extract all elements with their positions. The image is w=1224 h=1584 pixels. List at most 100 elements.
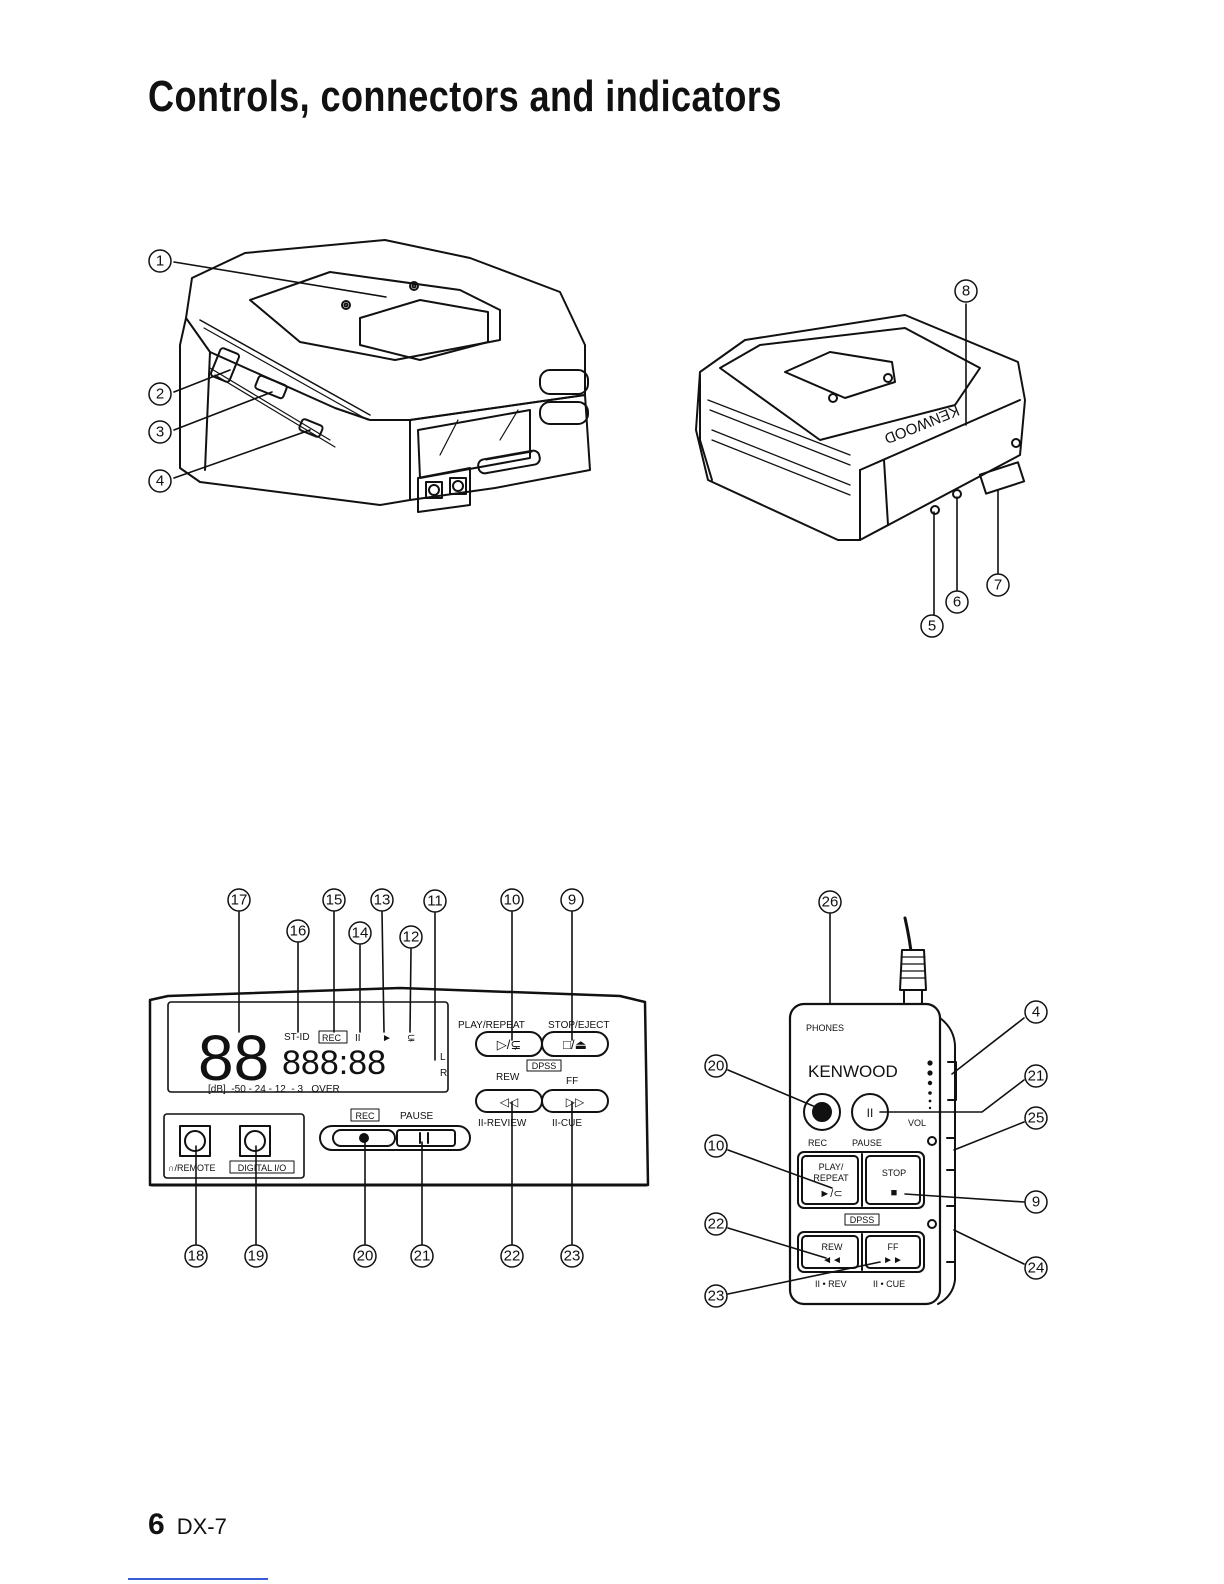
stop-eject-label: STOP/EJECT: [548, 1020, 610, 1031]
dpss-label: DPSS: [532, 1061, 557, 1071]
rec-indicator: REC: [322, 1033, 342, 1043]
ff-icon: ▷▷: [566, 1095, 585, 1109]
callout-4b: 4: [1032, 1004, 1040, 1021]
pause-button-label: PAUSE: [400, 1111, 433, 1122]
lcd-time-digits: 888:88: [282, 1044, 386, 1082]
callout-18: 18: [188, 1248, 205, 1265]
rec-button-label: REC: [355, 1111, 375, 1121]
callout-11: 11: [427, 893, 443, 910]
remote-stop-icon: ■: [891, 1187, 898, 1199]
callout-group-front-panel: 17 16 15 14 13 12 11 10 9 18 19 20: [184, 888, 584, 1268]
remote-play-repeat-icon: ►/⊂: [819, 1188, 842, 1200]
remote-stop-button[interactable]: [865, 1155, 921, 1205]
remote-rew-icon: ◄◄: [822, 1255, 842, 1266]
remote-dpss-label: DPSS: [850, 1215, 875, 1225]
channel-r-label: R: [440, 1068, 447, 1079]
remote-ff-icon: ►►: [883, 1255, 903, 1266]
channel-l-label: L: [440, 1052, 446, 1063]
remote-illustration: PHONES KENWOOD II REC PAUSE VOL PLAY/ RE…: [788, 916, 957, 1306]
remote-rev-label: II • REV: [815, 1279, 847, 1289]
callout-16: 16: [290, 923, 307, 940]
play-repeat-label: PLAY/REPEAT: [458, 1020, 525, 1031]
remote-play-line2: REPEAT: [813, 1173, 849, 1183]
callout-20: 20: [357, 1248, 374, 1265]
callout-14: 14: [352, 925, 369, 942]
pause-bars-icon: [419, 1132, 429, 1144]
model-name: DX-7: [176, 1514, 227, 1539]
callout-21b: 21: [1028, 1068, 1045, 1085]
rew-label: REW: [496, 1072, 520, 1083]
callout-8: 8: [962, 283, 970, 300]
rec-dot-icon: [359, 1133, 369, 1143]
remote-phones-label: PHONES: [806, 1023, 844, 1033]
callout-22: 22: [504, 1248, 521, 1265]
pause-button[interactable]: [396, 1129, 456, 1147]
digital-io-jack[interactable]: [239, 1125, 271, 1157]
callout-5: 5: [928, 618, 936, 635]
remote-jack-label: ∩/REMOTE: [168, 1163, 215, 1173]
callout-1: 1: [156, 253, 164, 270]
remote-play-line1: PLAY/: [819, 1162, 844, 1172]
footer-rule: [128, 1578, 268, 1580]
remote-brand-logo: KENWOOD: [808, 1062, 898, 1081]
callout-group-rear: 8 5 6 7: [920, 279, 1010, 638]
main-unit-illustration: [179, 239, 591, 513]
callout-10: 10: [504, 892, 521, 909]
remote-rew-button[interactable]: [801, 1235, 859, 1269]
callout-23: 23: [564, 1248, 581, 1265]
page-number: 6: [148, 1508, 165, 1541]
play-repeat-icon: ▷/⊊: [497, 1037, 522, 1052]
callout-group-main-unit: 1 2 3 4: [148, 249, 387, 493]
callout-24: 24: [1028, 1260, 1045, 1277]
stop-eject-button[interactable]: [541, 1031, 609, 1057]
callout-21: 21: [414, 1248, 431, 1265]
remote-cue-label: II • CUE: [873, 1279, 905, 1289]
ff-label: FF: [566, 1076, 578, 1087]
callout-4: 4: [156, 473, 164, 490]
remote-stop-label: STOP: [882, 1168, 906, 1178]
callout-9: 9: [568, 892, 576, 909]
remote-jack[interactable]: [179, 1125, 211, 1157]
remote-vol-label: VOL: [908, 1118, 926, 1128]
callout-13: 13: [374, 892, 391, 909]
remote-rec-button[interactable]: [803, 1093, 841, 1131]
callout-19: 19: [248, 1248, 265, 1265]
remote-play-repeat-button[interactable]: [801, 1155, 859, 1205]
callout-20b: 20: [708, 1058, 725, 1075]
rew-icon: ◁◁: [500, 1095, 519, 1109]
remote-pause-label: PAUSE: [852, 1138, 882, 1148]
callout-22b: 22: [708, 1216, 725, 1233]
front-panel-illustration: 88 888:88 ST-ID REC II ► ⊊ L R [dB] -50 …: [148, 986, 650, 1187]
repeat-indicator-icon: ⊊: [407, 1033, 415, 1044]
rec-button[interactable]: [332, 1129, 396, 1147]
page-footer: 6 DX-7: [148, 1508, 227, 1542]
lcd-track-digits: 88: [198, 1022, 269, 1094]
remote-pause-icon: II: [867, 1106, 874, 1120]
callout-group-remote: 26 20 10 22 23 4 21 25 9 24: [704, 890, 1048, 1308]
callout-7: 7: [994, 577, 1002, 594]
callout-17: 17: [231, 892, 248, 909]
review-label: II-REVIEW: [478, 1118, 527, 1129]
level-meter-scale: [dB] -50 - 24 - 12 - 3 OVER: [208, 1084, 340, 1095]
callout-25: 25: [1028, 1110, 1045, 1127]
remote-rew-label: REW: [822, 1242, 844, 1252]
remote-ff-label: FF: [888, 1242, 899, 1252]
callout-12: 12: [403, 929, 420, 946]
callout-23b: 23: [708, 1288, 725, 1305]
callout-6: 6: [953, 594, 961, 611]
callout-15: 15: [326, 892, 343, 909]
callout-3: 3: [156, 424, 164, 441]
callout-9b: 9: [1032, 1194, 1040, 1211]
callout-2: 2: [156, 386, 164, 403]
ff-button[interactable]: [541, 1089, 609, 1113]
page-title: Controls, connectors and indicators: [148, 72, 782, 121]
play-indicator-icon: ►: [382, 1033, 392, 1044]
digital-io-label: DIGITAL I/O: [238, 1163, 287, 1173]
rear-view-illustration: KENWOOD: [695, 314, 1026, 541]
pause-indicator-icon: II: [355, 1033, 361, 1044]
cue-label: II-CUE: [552, 1118, 582, 1129]
callout-26: 26: [822, 894, 839, 911]
stop-eject-icon: □/⏏: [563, 1037, 587, 1052]
remote-ff-button[interactable]: [865, 1235, 921, 1269]
